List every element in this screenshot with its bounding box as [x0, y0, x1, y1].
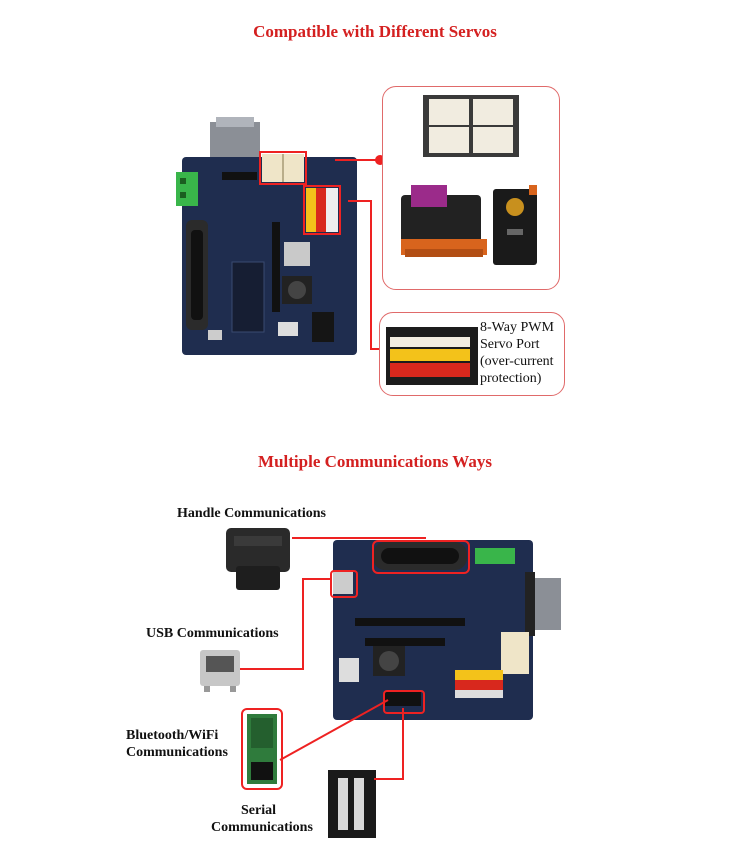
handle-port-highlight: [372, 540, 470, 574]
handle-connector-image: [224, 526, 294, 592]
callout-dot: [375, 155, 385, 165]
bus-connector-label: 总线舵机接口: [451, 162, 488, 168]
callout-line-pwm-h1: [348, 200, 372, 202]
usb-port-highlight: [330, 570, 358, 598]
pwm-label-line3: (over-current: [480, 354, 554, 369]
line-serial-h: [374, 778, 404, 780]
controller-board-top: [172, 112, 362, 372]
label-serial-line2: Communications: [211, 820, 313, 835]
callout-line-connectors: [335, 159, 380, 161]
label-bt-line2: Communications: [126, 745, 228, 760]
line-serial-v: [402, 708, 404, 780]
line-bt: [279, 699, 389, 761]
line-usb-h: [240, 668, 304, 670]
usb-connector-image: [198, 646, 242, 692]
label-usb: USB Communications: [146, 626, 279, 641]
callout-line-pwm-v: [370, 200, 372, 350]
pwm-label-line4: protection): [480, 371, 542, 386]
pwm-callout-box: 8-Way PWM Servo Port (over-current prote…: [379, 312, 565, 396]
bt-module-image: [241, 708, 283, 790]
controller-board-bottom: [325, 528, 565, 728]
label-bt-line1: Bluetooth/WiFi: [126, 728, 219, 743]
pwm-label-line2: Servo Port: [480, 337, 540, 352]
pwm-label-line1: 8-Way PWM: [480, 320, 554, 335]
label-handle: Handle Communications: [177, 506, 326, 521]
section-title-comms: Multiple Communications Ways: [258, 452, 492, 471]
section-title-servos: Compatible with Different Servos: [253, 22, 497, 41]
callout-line-pwm-h2: [370, 348, 382, 350]
label-serial-line1: Serial: [241, 803, 276, 818]
pwm-header-image: [386, 327, 478, 385]
line-handle: [292, 537, 426, 539]
line-usb-h2: [302, 578, 332, 580]
serial-port-image: [328, 770, 376, 838]
servo-callout-box: 总线舵机接口: [382, 86, 560, 290]
line-usb-v: [302, 578, 304, 670]
